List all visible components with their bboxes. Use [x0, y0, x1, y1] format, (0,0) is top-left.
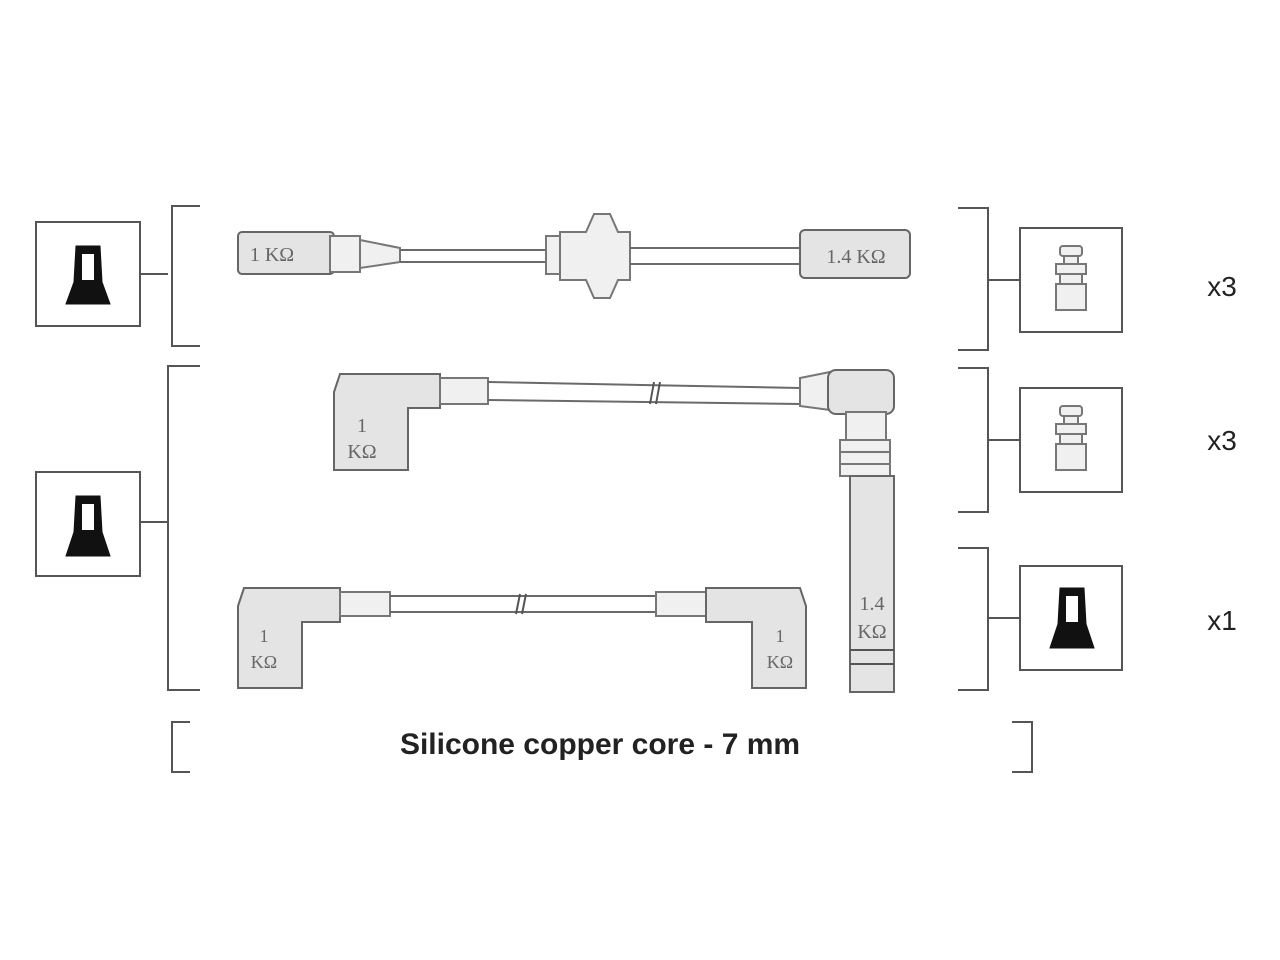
caption-right-bracket [1012, 721, 1033, 773]
top-wire-right-resistance: 1.4 KΩ [826, 246, 885, 268]
right-bottom-bracket [958, 547, 989, 691]
left-top-bracket [171, 205, 200, 347]
right-top-bracket [958, 207, 989, 351]
right-middle-bracket [958, 367, 989, 513]
bottom-wire-left-resistance-unit: KΩ [251, 652, 277, 672]
bottom-wire-left-resistance-value: 1 [260, 626, 269, 646]
middle-wire-ribbed-boot [839, 439, 891, 477]
bottom-wire-right-resistance-value: 1 [776, 626, 785, 646]
middle-wire-left-resistance-unit: KΩ [347, 441, 376, 463]
middle-ignition-wire: 1 KΩ 1.4 KΩ [333, 369, 895, 693]
left-bottom-connector-box [35, 471, 141, 577]
middle-wire-left-resistance-value: 1 [357, 415, 367, 437]
black-boot-connector-icon [65, 495, 111, 557]
spark-plug-terminal-icon [1055, 405, 1087, 471]
spark-plug-terminal-icon [1055, 245, 1087, 311]
top-wire-left-resistance: 1 KΩ [250, 244, 294, 266]
left-top-connector-box [35, 221, 141, 327]
right-bottom-connector-box [1019, 565, 1123, 671]
left-bottom-bracket [167, 365, 200, 691]
black-boot-connector-icon [65, 245, 111, 305]
middle-wire-right-resistance-value: 1.4 [860, 593, 885, 615]
right-middle-terminal-box [1019, 387, 1123, 493]
top-ignition-wire: 1 KΩ 1.4 KΩ [237, 213, 911, 299]
right-top-terminal-box [1019, 227, 1123, 333]
middle-wire-right-resistance-unit: KΩ [857, 621, 886, 643]
bottom-wire-right-resistance-unit: KΩ [767, 652, 793, 672]
caption-left-bracket [171, 721, 190, 773]
bottom-ignition-wire: 1 KΩ 1 KΩ [237, 587, 807, 689]
black-boot-connector-icon [1049, 587, 1095, 649]
quantity-row1: x3 [1207, 271, 1237, 302]
quantity-row3: x1 [1207, 605, 1237, 636]
quantity-row2: x3 [1207, 425, 1237, 456]
caption-text: Silicone copper core - 7 mm [400, 728, 800, 761]
